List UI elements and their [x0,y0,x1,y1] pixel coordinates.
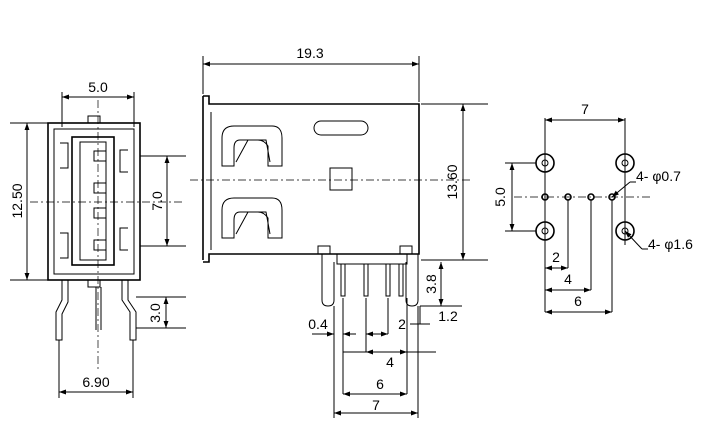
front-housing-inner [53,128,135,275]
front-view: 5.0 12.50 7.0 3.0 6.90 [9,79,186,398]
front-width-top-label: 5.0 [88,79,108,95]
contact-4 [93,239,107,251]
side-pin-length-label: 3.8 [423,274,439,294]
pcb-layout: 7 5.0 4- φ0.7 4- φ1.6 2 4 6 [492,101,693,315]
contact-1 [93,150,107,162]
side-latch-upper [221,125,283,167]
side-pin-1 [340,264,346,297]
side-pin-2 [363,264,369,297]
right-latch-bottom [119,227,128,251]
side-pitch-6-label: 6 [376,376,384,392]
right-latch-top [119,149,128,173]
pcb-pitch-2-label: 2 [552,249,560,265]
front-height-label: 12.50 [9,183,25,218]
front-tongue [79,141,107,261]
side-left-leg [321,254,335,307]
side-pin-3 [385,264,391,297]
small-holes-callout: 4- φ0.7 [636,168,681,184]
side-latch-lower [221,197,283,239]
side-pitch-4-label: 4 [386,354,394,370]
side-pitch-2-label: 2 [398,316,406,332]
pcb-width-label: 7 [581,101,589,117]
side-square-mark [329,167,353,191]
front-left-leg [55,280,69,341]
large-holes-callout: 4- φ1.6 [648,236,693,252]
left-latch-top [60,142,69,169]
side-slot [313,120,369,136]
front-inner-height-label: 7.0 [149,191,165,211]
front-width-bottom-label: 6.90 [82,374,109,390]
contact-2 [93,182,107,194]
front-pin-length-label: 3.0 [147,303,163,323]
side-pin-4 [398,264,404,297]
side-pin-dia-label: 1.2 [438,308,458,324]
front-bottom-tab [87,280,101,288]
front-housing-outline [47,122,141,281]
side-pin-base [336,253,408,265]
side-right-leg [405,254,419,307]
side-body-outline [202,95,420,263]
side-length-label: 19.3 [296,45,323,61]
contact-3 [93,207,107,219]
side-view: 19.3 13.60 3.8 0.4 2 1.2 4 [190,45,488,418]
front-right-leg [121,280,137,341]
left-latch-bottom [60,232,69,259]
front-plug-cavity [71,136,115,266]
pcb-height-label: 5.0 [492,187,508,207]
pcb-pitch-6-label: 6 [574,293,582,309]
pcb-pitch-4-label: 4 [564,271,572,287]
side-pitch-7-label: 7 [372,397,380,413]
side-offset-label: 0.4 [308,316,328,332]
side-height-label: 13.60 [444,164,460,199]
front-top-tab [87,115,101,123]
